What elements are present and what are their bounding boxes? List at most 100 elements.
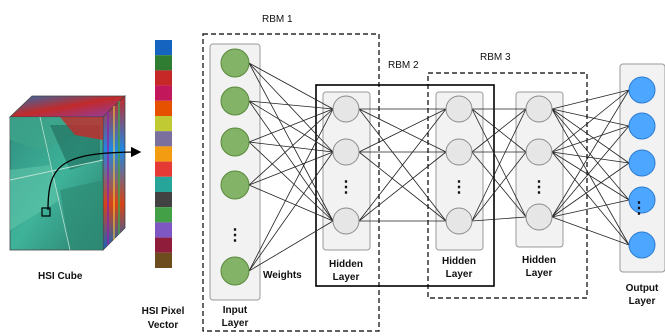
connection-edge: [248, 108, 334, 272]
network-nodes: [220, 48, 656, 286]
weights-label: Weights: [263, 270, 302, 281]
hidden1-node: [332, 95, 360, 123]
connection-edge: [248, 62, 334, 222]
connection-edge: [551, 125, 630, 153]
connection-edge: [551, 151, 630, 201]
hidden1-node: [332, 138, 360, 166]
output-node: [628, 112, 656, 140]
rbm2-box: [315, 84, 495, 287]
pixel-vector-band: [155, 70, 172, 86]
connection-edge: [551, 108, 630, 127]
input-layer-ellipsis: ⋮: [227, 227, 243, 244]
hidden3-node: [525, 95, 553, 123]
connection-edge: [248, 100, 334, 110]
pixel-vector-band: [155, 192, 172, 208]
connection-edge: [551, 125, 630, 218]
pixel-vector-band: [155, 252, 172, 268]
connection-edge: [248, 100, 334, 153]
pixel-vector-band: [155, 116, 172, 132]
pixel-vector-band: [155, 161, 172, 177]
pixel-vector-band: [155, 55, 172, 71]
connection-edge: [248, 220, 334, 272]
pixel-vector-band: [155, 222, 172, 238]
hsi-pixel-vector: [155, 40, 172, 268]
input-layer-label-line1: Input: [223, 305, 248, 316]
hidden3-node: [525, 203, 553, 231]
input-node: [220, 127, 250, 157]
hsi-cube-label: HSI Cube: [38, 271, 83, 282]
pixel-vector-band: [155, 100, 172, 116]
connection-edge: [358, 108, 447, 222]
rbm2-label: RBM 2: [388, 60, 419, 71]
pixel-vector-band: [155, 85, 172, 101]
output-node: [628, 186, 656, 214]
output-layer-label-line2: Layer: [629, 296, 656, 307]
pixel-vector-band: [155, 40, 172, 56]
hidden-layer-3-label-line1: Hidden: [522, 255, 556, 266]
hidden-layer-2-ellipsis: ⋮: [451, 179, 467, 196]
hidden2-node: [445, 138, 473, 166]
input-node: [220, 256, 250, 286]
hidden2-node: [445, 95, 473, 123]
pixel-vector-label-line2: Vector: [148, 320, 179, 331]
hidden2-node: [445, 207, 473, 235]
pixel-vector-band: [155, 176, 172, 192]
connection-edge: [551, 108, 630, 246]
connection-edge: [551, 108, 630, 164]
pixel-vector-band: [155, 237, 172, 253]
hidden-layer-3-ellipsis: ⋮: [531, 179, 547, 196]
pixel-vector-band: [155, 146, 172, 162]
connection-edge: [551, 151, 630, 164]
input-node: [220, 86, 250, 116]
hsi-cube: [9, 95, 142, 251]
hidden-layer-1-box: [322, 91, 371, 251]
connection-edge: [551, 89, 630, 153]
pixel-vector-label-line1: HSI Pixel: [142, 306, 185, 317]
hidden-layer-3-label-line2: Layer: [526, 268, 553, 279]
hidden-layer-1-ellipsis: ⋮: [338, 179, 354, 196]
connection-edge: [358, 108, 447, 153]
output-node: [628, 231, 656, 259]
connection-edges: [248, 62, 630, 272]
hidden1-node: [332, 207, 360, 235]
connection-edge: [248, 151, 334, 186]
hidden-layer-2-label-line2: Layer: [446, 269, 473, 280]
rbm1-label: RBM 1: [262, 14, 293, 25]
connection-edge: [551, 89, 630, 218]
hidden-layer-1-label-line2: Layer: [333, 272, 360, 283]
connection-edge: [248, 100, 334, 222]
rbm1-box: [202, 33, 380, 332]
input-node: [220, 48, 250, 78]
connection-edge: [248, 108, 334, 143]
connection-edge: [248, 184, 334, 222]
input-layer-label-line2: Layer: [222, 318, 249, 329]
connection-edge: [471, 108, 527, 218]
connection-edge: [551, 199, 630, 218]
rbm3-label: RBM 3: [480, 52, 511, 63]
hidden-layer-3-box: [515, 91, 564, 248]
output-layer-label-line1: Output: [626, 283, 659, 294]
pixel-vector-band: [155, 131, 172, 147]
connection-edge: [248, 141, 334, 222]
connection-edge: [248, 62, 334, 110]
connection-edge: [358, 151, 447, 222]
hidden-layer-2-label-line1: Hidden: [442, 256, 476, 267]
connection-edge: [551, 151, 630, 246]
connection-edge: [551, 89, 630, 110]
connection-edge: [551, 216, 630, 246]
output-layer-ellipsis: ⋮: [631, 200, 647, 217]
connection-edge: [551, 108, 630, 201]
connection-edge: [471, 151, 527, 222]
hidden3-node: [525, 138, 553, 166]
hidden-layer-2-box: [435, 91, 484, 251]
pixel-arrow: [47, 146, 142, 211]
connection-edge: [248, 151, 334, 272]
connection-edge: [471, 216, 527, 222]
connection-edge: [471, 108, 527, 222]
input-node: [220, 170, 250, 200]
connection-edge: [248, 62, 334, 153]
output-node: [628, 76, 656, 104]
pixel-vector-band: [155, 207, 172, 223]
connection-edge: [471, 151, 527, 218]
